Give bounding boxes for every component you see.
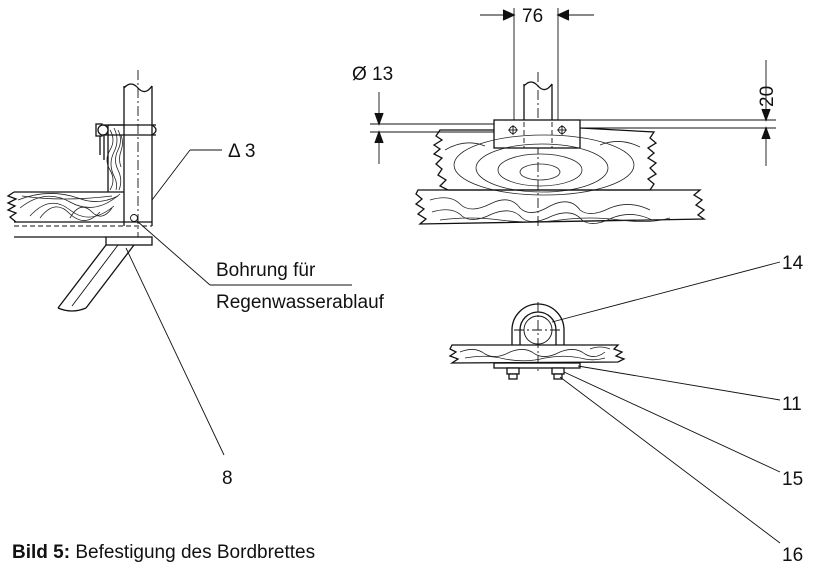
figure-caption: Bild 5: Befestigung des Bordbrettes	[12, 542, 315, 563]
part-16-label: 16	[782, 545, 803, 566]
drain-hole	[130, 214, 138, 222]
dimension-diameter-13: Ø 13	[352, 64, 494, 164]
bolt-hole-left	[508, 125, 518, 135]
front-elevation-view: 76 Ø 13 20	[352, 6, 778, 228]
mounting-plate	[493, 119, 581, 149]
gap-3-label: Δ 3	[228, 141, 256, 162]
bolt-hole-right	[557, 125, 567, 135]
bracket-plate-plan	[493, 362, 581, 369]
lower-board	[414, 189, 707, 225]
board-plank-side	[6, 191, 152, 227]
figure-caption-text: Befestigung des Bordbrettes	[70, 542, 315, 563]
dimension-diameter-13-label: Ø 13	[352, 64, 393, 85]
plan-view	[448, 302, 626, 380]
dimension-76-label: 76	[522, 6, 543, 27]
nut-left	[506, 367, 520, 380]
drain-hole-callout: Bohrung für Regenwasserablauf	[136, 220, 385, 313]
part-8-label: 8	[222, 468, 233, 489]
drain-hole-label-line1: Bohrung für	[216, 260, 316, 281]
board-plank-plan	[448, 344, 626, 364]
dimension-20: 20	[580, 60, 778, 166]
part-11-label: 11	[782, 394, 802, 415]
part-14-label: 14	[782, 253, 804, 274]
part-14-callout: 14	[551, 253, 804, 323]
post-side	[123, 70, 153, 238]
dimension-76: 76	[480, 6, 594, 120]
part-11-callout: 11	[577, 365, 802, 415]
side-section-view	[6, 70, 157, 312]
part-15-label: 15	[782, 469, 803, 490]
clamp-bolt	[95, 123, 157, 160]
part-15-callout: 15	[563, 371, 803, 490]
drain-hole-label-line2: Regenwasserablauf	[216, 292, 385, 313]
nut-right	[551, 367, 565, 380]
u-bolt	[511, 302, 565, 372]
part-8-callout: 8	[125, 247, 233, 489]
figure-caption-number: Bild 5:	[12, 542, 70, 563]
part-16-callout: 16	[559, 376, 803, 566]
support-strut	[57, 244, 135, 312]
dimension-20-label: 20	[757, 86, 778, 107]
gap-dimension-callout: Δ 3	[151, 141, 256, 201]
bracket-plate-side	[14, 236, 153, 246]
